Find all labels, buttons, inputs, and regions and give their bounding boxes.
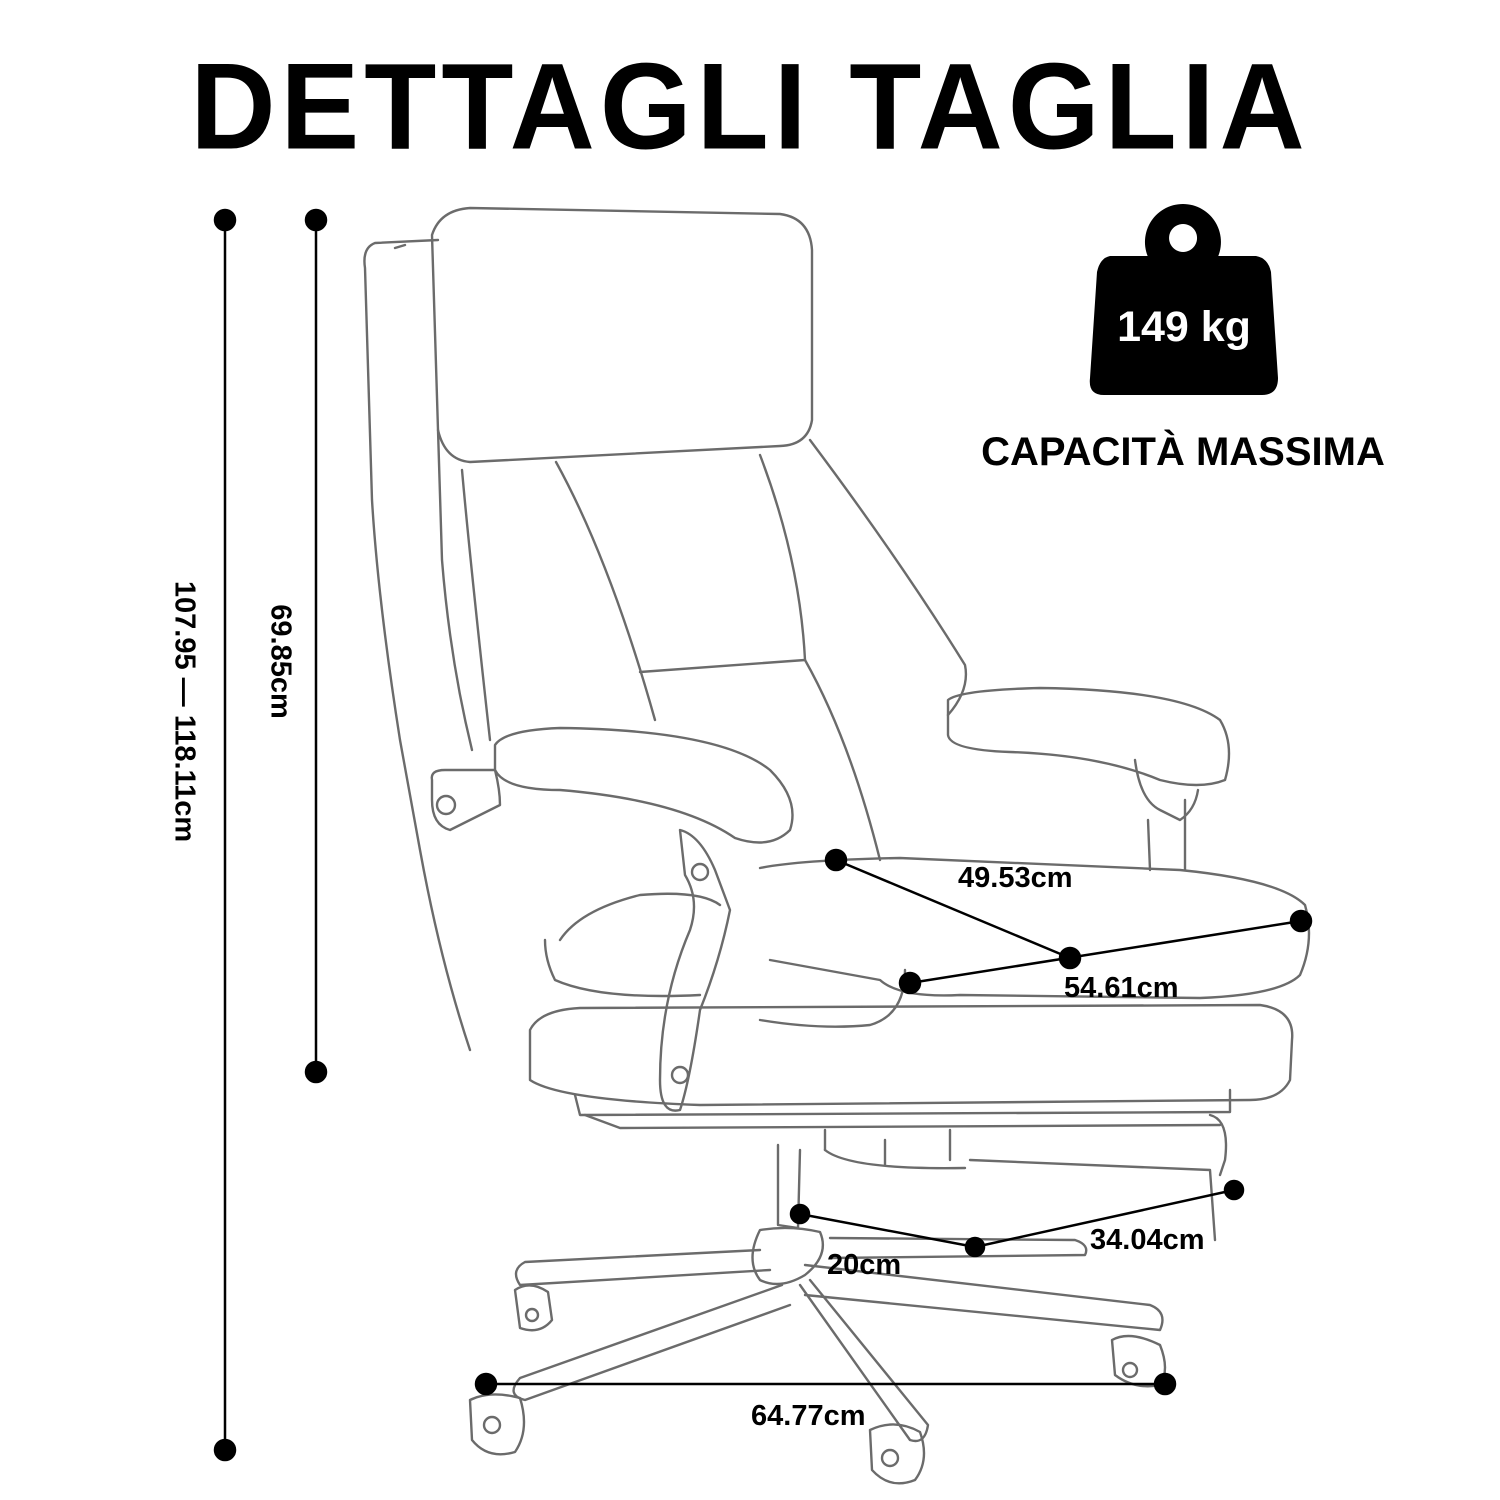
total-height-label: 107.95 — 118.11cm [168,580,201,843]
seat-width-dot-b [1289,909,1313,933]
backrest-height-label: 69.85cm [264,604,297,719]
footrest-depth-dot-a [789,1203,811,1225]
seat-width-dot-a [898,971,922,995]
base-width-dot-a [474,1372,498,1396]
base-width-label: 64.77cm [751,1400,866,1432]
weight-icon [1089,204,1278,395]
footrest-depth-line [799,1212,976,1249]
max-capacity-label: CAPACITÀ MASSIMA [981,430,1385,474]
backrest-height-bottom-dot [304,1060,328,1084]
total-height-top-dot [213,208,237,232]
total-height-bottom-dot [213,1438,237,1462]
backrest-height-top-dot [304,208,328,232]
footrest-width-line [974,1188,1235,1249]
seat-depth-line [835,858,1071,960]
weight-value: 149 kg [1117,303,1251,351]
footrest-depth-label: 20cm [827,1249,902,1281]
seat-width-line [909,919,1302,985]
dimension-lines [213,208,1313,1462]
chair-outline [363,206,1311,1485]
seat-depth-dot-a [824,848,848,872]
page-title: DETTAGLI TAGLIA [190,38,1310,176]
footrest-width-label: 34.04cm [1090,1224,1205,1256]
footrest-width-dot [1223,1179,1245,1201]
seat-width-label: 54.61cm [1064,972,1179,1004]
seat-depth-label: 49.53cm [958,862,1073,894]
base-width-dot-b [1153,1372,1177,1396]
